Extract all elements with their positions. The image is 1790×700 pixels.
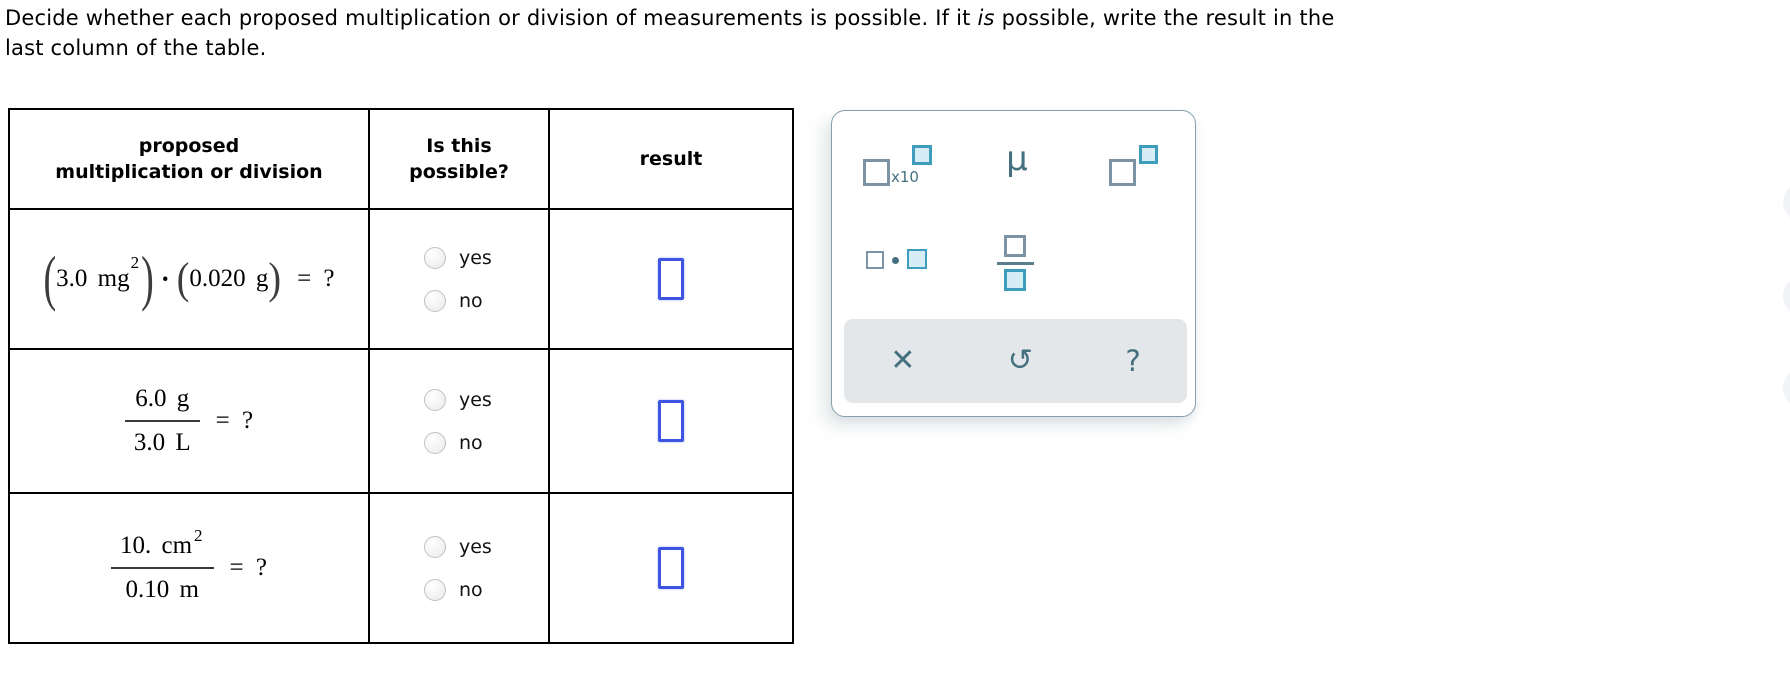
answer-input-box-row3[interactable] bbox=[658, 547, 684, 589]
math-palette: x10 μ ✕ ↺ ? bbox=[831, 110, 1196, 417]
fraction: 6.0 g 3.0 L bbox=[124, 385, 200, 457]
left-box-icon bbox=[866, 251, 884, 269]
x10-label: x10 bbox=[891, 168, 919, 186]
base-box-icon bbox=[1109, 159, 1136, 186]
expression-cell-row2: 6.0 g 3.0 L = ? bbox=[10, 350, 370, 494]
header-proposed-line2: multiplication or division bbox=[55, 161, 323, 183]
header-is-this-possible: Is this possible? bbox=[370, 110, 550, 210]
numerator-exponent: 2 bbox=[194, 526, 203, 545]
measurement-table: proposed multiplication or division Is t… bbox=[8, 108, 794, 644]
instructions-line2: last column of the table. bbox=[5, 36, 267, 60]
radio-yes-row1[interactable]: yes bbox=[424, 246, 492, 269]
radio-no-label: no bbox=[459, 289, 483, 312]
instructions: Decide whether each proposed multiplicat… bbox=[5, 3, 1785, 63]
radio-no-label: no bbox=[459, 431, 483, 454]
radio-button-icon bbox=[424, 289, 446, 312]
equals-question: = ? bbox=[229, 554, 267, 581]
instructions-line1-part1: Decide whether each proposed multiplicat… bbox=[5, 6, 978, 30]
fraction: 10. cm 2 0.10 m bbox=[111, 526, 214, 604]
fraction-bar bbox=[111, 567, 214, 569]
radio-button-icon bbox=[424, 246, 446, 269]
numerator-box-icon bbox=[1004, 235, 1026, 257]
fraction-bar bbox=[124, 420, 200, 422]
factor1-value: 3.0 mg bbox=[56, 265, 130, 292]
result-cell-row1 bbox=[550, 210, 792, 350]
header-proposed-operation: proposed multiplication or division bbox=[10, 110, 370, 210]
fraction-bar-icon bbox=[997, 262, 1034, 265]
denominator-box-icon bbox=[1004, 269, 1026, 291]
mu-button[interactable]: μ bbox=[987, 131, 1047, 186]
mu-symbol: μ bbox=[1006, 138, 1028, 179]
instructions-emphasis: is bbox=[977, 6, 995, 30]
sci-notation-button[interactable]: x10 bbox=[852, 136, 944, 198]
header-possible-line2: possible? bbox=[409, 161, 509, 183]
clear-button[interactable]: ✕ bbox=[880, 342, 925, 380]
header-proposed-line1: proposed bbox=[138, 135, 240, 157]
equals-question: = ? bbox=[215, 407, 254, 434]
undo-button[interactable]: ↺ bbox=[998, 342, 1043, 380]
answer-input-box-row2[interactable] bbox=[658, 400, 684, 442]
choice-cell-row2: yes no bbox=[370, 350, 550, 494]
equals-question: = ? bbox=[297, 265, 335, 292]
fraction-denominator: 0.10 m bbox=[125, 576, 199, 603]
fraction-button[interactable] bbox=[992, 226, 1052, 304]
open-paren: ( bbox=[176, 254, 190, 304]
choice-cell-row3: yes no bbox=[370, 494, 550, 642]
palette-action-bar: ✕ ↺ ? bbox=[844, 319, 1187, 403]
exponent-box-icon bbox=[912, 145, 932, 165]
radio-yes-label: yes bbox=[459, 246, 492, 269]
answer-input-box-row1[interactable] bbox=[658, 258, 684, 300]
close-paren: ) bbox=[268, 254, 282, 304]
factor2-value: 0.020 g bbox=[189, 265, 269, 292]
header-result-label: result bbox=[639, 148, 703, 170]
fraction-numerator: 10. cm bbox=[120, 532, 193, 559]
expression-cell-row1: ( 3.0 mg 2 ) · ( 0.020 g ) = ? bbox=[10, 210, 370, 350]
edge-button-3[interactable] bbox=[1783, 368, 1790, 408]
result-cell-row2 bbox=[550, 350, 792, 494]
radio-no-row3[interactable]: no bbox=[424, 578, 483, 601]
close-paren: ) bbox=[141, 244, 154, 314]
expression-fraction: 10. cm 2 0.10 m = ? bbox=[111, 526, 267, 604]
multiplication-dot-icon bbox=[892, 257, 899, 264]
radio-no-row2[interactable]: no bbox=[424, 431, 483, 454]
expression-fraction: 6.0 g 3.0 L = ? bbox=[124, 385, 254, 457]
multiply-button[interactable] bbox=[857, 236, 942, 286]
radio-no-label: no bbox=[459, 578, 483, 601]
multiplication-dot: · bbox=[160, 263, 170, 294]
radio-no-row1[interactable]: no bbox=[424, 289, 483, 312]
exponent-button[interactable] bbox=[1097, 131, 1172, 196]
factor1-exponent: 2 bbox=[130, 253, 140, 272]
header-result: result bbox=[550, 110, 792, 210]
expression-cell-row3: 10. cm 2 0.10 m = ? bbox=[10, 494, 370, 642]
result-cell-row3 bbox=[550, 494, 792, 642]
exponent-box-icon bbox=[1139, 145, 1158, 164]
right-box-icon bbox=[907, 249, 927, 269]
radio-button-icon bbox=[424, 535, 446, 558]
edge-button-1[interactable] bbox=[1783, 182, 1790, 222]
header-possible-line1: Is this bbox=[426, 135, 492, 157]
open-paren: ( bbox=[43, 244, 57, 314]
radio-yes-row2[interactable]: yes bbox=[424, 388, 492, 411]
radio-button-icon bbox=[424, 578, 446, 601]
radio-yes-label: yes bbox=[459, 535, 492, 558]
expression-product: ( 3.0 mg 2 ) · ( 0.020 g ) = ? bbox=[43, 245, 335, 313]
help-button[interactable]: ? bbox=[1115, 343, 1150, 380]
edge-button-2[interactable] bbox=[1783, 276, 1790, 316]
fraction-numerator: 6.0 g bbox=[135, 385, 190, 412]
radio-button-icon bbox=[424, 388, 446, 411]
radio-button-icon bbox=[424, 431, 446, 454]
choice-cell-row1: yes no bbox=[370, 210, 550, 350]
radio-yes-row3[interactable]: yes bbox=[424, 535, 492, 558]
fraction-denominator: 3.0 L bbox=[133, 429, 191, 456]
base-box-icon bbox=[863, 159, 890, 186]
radio-yes-label: yes bbox=[459, 388, 492, 411]
instructions-line1-part2: possible, write the result in the bbox=[994, 6, 1335, 30]
